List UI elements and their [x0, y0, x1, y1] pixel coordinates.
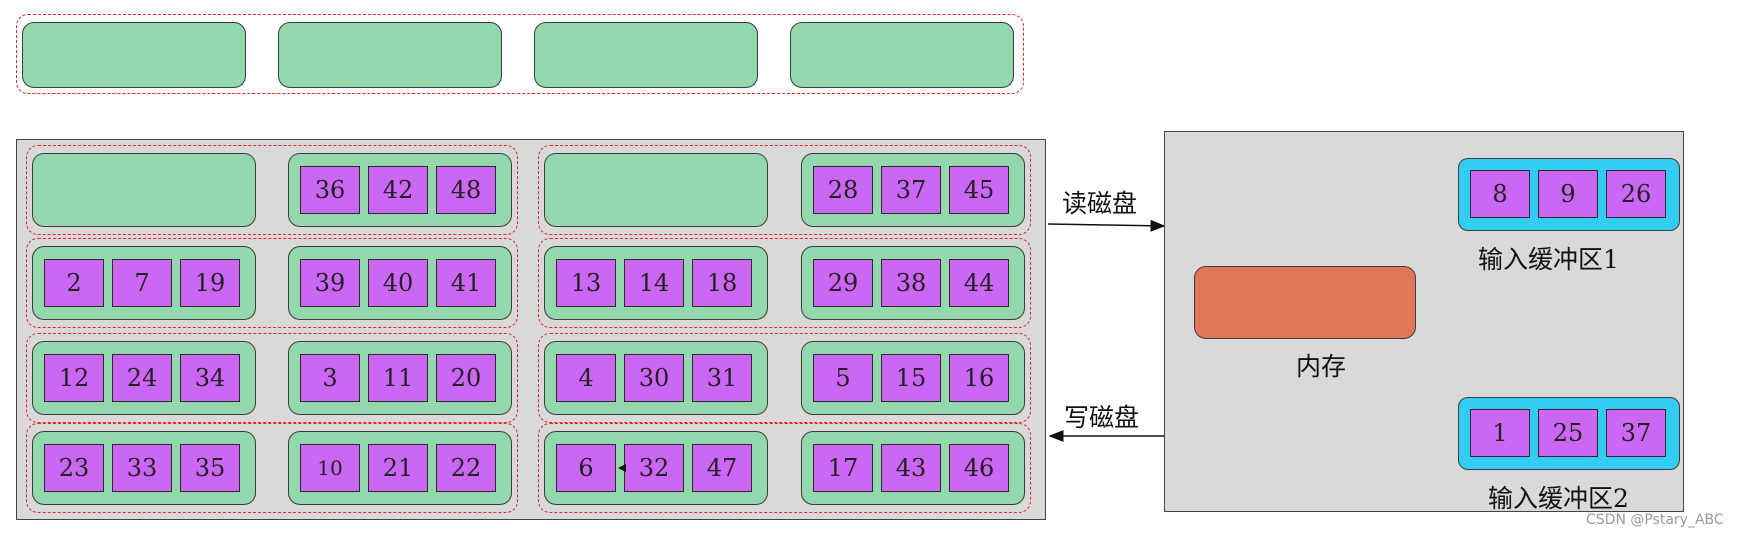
- record-cell: 46: [949, 444, 1009, 492]
- record-cell: 21: [368, 444, 428, 492]
- watermark: CSDN @Pstary_ABC: [1586, 512, 1724, 528]
- disk-group-r4-c3: [538, 423, 1031, 513]
- record-cell: 13: [556, 259, 616, 307]
- memory-block: [1194, 266, 1416, 339]
- record-cell: 47: [692, 444, 752, 492]
- disk-group-r1-c1: [26, 145, 518, 235]
- record-cell: 36: [300, 166, 360, 214]
- record-cell: 42: [368, 166, 428, 214]
- record-cell: 3: [300, 354, 360, 402]
- memory-label: 内存: [1296, 352, 1347, 381]
- record-cell: 17: [813, 444, 873, 492]
- record-cell: 40: [368, 259, 428, 307]
- top-block-3: [534, 22, 758, 88]
- record-cell: 6: [556, 444, 616, 492]
- read-disk-label: 读磁盘: [1062, 189, 1138, 218]
- record-cell: 32: [624, 444, 684, 492]
- record-cell: 30: [624, 354, 684, 402]
- record-cell: 24: [112, 354, 172, 402]
- input-buffer-2-label: 输入缓冲区2: [1488, 484, 1629, 513]
- record-cell: 38: [881, 259, 941, 307]
- buffer-record-cell: 9: [1538, 170, 1598, 218]
- disk-group-r1-c3: [538, 145, 1031, 235]
- record-cell: 14: [624, 259, 684, 307]
- record-cell: 7: [112, 259, 172, 307]
- buffer-record-cell: 26: [1606, 170, 1666, 218]
- record-cell: 11: [368, 354, 428, 402]
- record-cell: 18: [692, 259, 752, 307]
- record-cell: 48: [436, 166, 496, 214]
- record-cell: 16: [949, 354, 1009, 402]
- top-blocks-group: [16, 14, 1024, 94]
- record-cell: 19: [180, 259, 240, 307]
- write-disk-label: 写磁盘: [1064, 403, 1140, 432]
- input-buffer-1-label: 输入缓冲区1: [1478, 245, 1619, 274]
- disk-block-r1-c3: [544, 153, 768, 227]
- record-cell: 22: [436, 444, 496, 492]
- disk-group-r2-c1: [26, 238, 518, 328]
- buffer-record-cell: 37: [1606, 409, 1666, 457]
- disk-block-r1-c1: [32, 153, 256, 227]
- record-cell: 12: [44, 354, 104, 402]
- record-cell: 29: [813, 259, 873, 307]
- record-cell: 45: [949, 166, 1009, 214]
- record-cell: 23: [44, 444, 104, 492]
- top-block-2: [278, 22, 502, 88]
- record-cell: 34: [180, 354, 240, 402]
- disk-group-r2-c3: [538, 238, 1031, 328]
- record-cell: 10: [300, 444, 360, 492]
- record-cell: 20: [436, 354, 496, 402]
- disk-group-r4-c1: [26, 423, 518, 513]
- record-cell: 31: [692, 354, 752, 402]
- record-cell: 33: [112, 444, 172, 492]
- buffer-record-cell: 8: [1470, 170, 1530, 218]
- read-disk-arrow: [1047, 219, 1166, 232]
- buffer-record-cell: 1: [1470, 409, 1530, 457]
- record-cell: 28: [813, 166, 873, 214]
- small-arrowhead: [618, 464, 626, 472]
- record-cell: 44: [949, 259, 1009, 307]
- top-block-4: [790, 22, 1014, 88]
- disk-group-r3-c1: [26, 333, 518, 423]
- record-cell: 2: [44, 259, 104, 307]
- record-cell: 15: [881, 354, 941, 402]
- buffer-record-cell: 25: [1538, 409, 1598, 457]
- record-cell: 37: [881, 166, 941, 214]
- record-cell: 43: [881, 444, 941, 492]
- record-cell: 5: [813, 354, 873, 402]
- record-cell: 39: [300, 259, 360, 307]
- record-cell: 41: [436, 259, 496, 307]
- record-cell: 4: [556, 354, 616, 402]
- top-block-1: [22, 22, 246, 88]
- record-cell: 35: [180, 444, 240, 492]
- disk-group-r3-c3: [538, 333, 1031, 423]
